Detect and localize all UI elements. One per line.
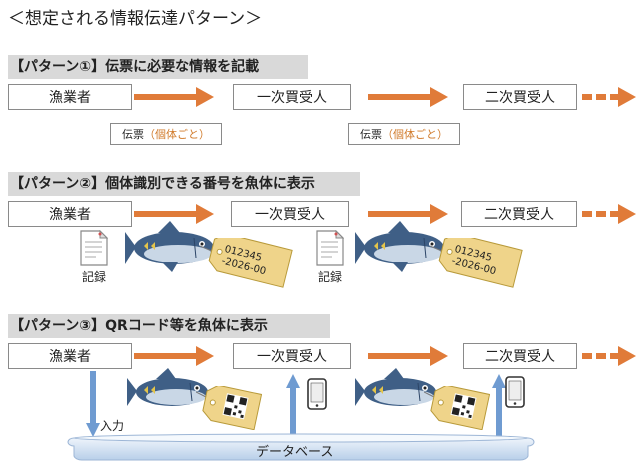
- tag-icon: [200, 238, 293, 288]
- pattern-2-stage-primary-buyer: 一次買受人: [231, 201, 349, 227]
- pattern-1-stage-fisher: 漁業者: [8, 84, 132, 110]
- pattern-1-stage-secondary-buyer: 二次買受人: [463, 84, 577, 110]
- page-title: ＜想定される情報伝達パターン＞: [8, 9, 263, 29]
- pattern-3-arrow-1: [134, 346, 214, 366]
- pattern-3-input-label: 入力: [100, 419, 125, 433]
- tag-icon: [196, 386, 262, 430]
- pattern-1-slip-note-1: 伝票（個体ごと）: [110, 123, 222, 145]
- pattern-2-arrow-continue: [582, 204, 636, 224]
- tag-icon: [430, 238, 523, 288]
- document-icon: [80, 230, 108, 266]
- qr-code-icon: [450, 393, 477, 420]
- pattern-1-arrow-continue: [582, 87, 636, 107]
- pattern-1-arrow-2: [368, 87, 448, 107]
- pattern-2-arrow-1: [134, 204, 214, 224]
- tuna-icon: [355, 368, 436, 406]
- pattern-2-stage-secondary-buyer: 二次買受人: [461, 201, 577, 227]
- pattern-1-stage-primary-buyer: 一次買受人: [233, 84, 351, 110]
- input-arrow-down: [86, 371, 100, 437]
- tuna-icon: [125, 221, 214, 272]
- tuna-icon: [355, 221, 444, 272]
- pattern-3-arrow-2: [368, 346, 448, 366]
- qr-code-icon: [222, 393, 249, 420]
- pattern-2-record-label-2: 記録: [318, 270, 343, 284]
- document-icon: [316, 230, 344, 266]
- pattern-3-heading: 【パターン③】QRコード等を魚体に表示: [8, 314, 330, 338]
- pattern-2-record-label-1: 記録: [82, 270, 107, 284]
- pattern-3-stage-secondary-buyer: 二次買受人: [463, 343, 577, 369]
- pattern-3-stage-fisher: 漁業者: [8, 343, 132, 369]
- pattern-2-arrow-2: [368, 204, 448, 224]
- tuna-icon: [127, 368, 208, 406]
- smartphone-icon: [505, 376, 525, 408]
- pattern-1-arrow-1: [134, 87, 214, 107]
- database-icon: [67, 433, 535, 461]
- pattern-1-heading: 【パターン①】伝票に必要な情報を記載: [8, 55, 308, 79]
- query-arrow-up-2: [492, 374, 506, 438]
- pattern-3-stage-primary-buyer: 一次買受人: [233, 343, 351, 369]
- pattern-1-slip-note-2: 伝票（個体ごと）: [348, 123, 460, 145]
- pattern-2-heading: 【パターン②】個体識別できる番号を魚体に表示: [8, 172, 360, 196]
- tag-icon: [424, 386, 490, 430]
- pattern-3-arrow-continue: [582, 346, 636, 366]
- query-arrow-up-1: [286, 374, 300, 438]
- smartphone-icon: [307, 378, 327, 410]
- pattern-2-stage-fisher: 漁業者: [8, 201, 132, 227]
- database-label: データベース: [256, 445, 334, 460]
